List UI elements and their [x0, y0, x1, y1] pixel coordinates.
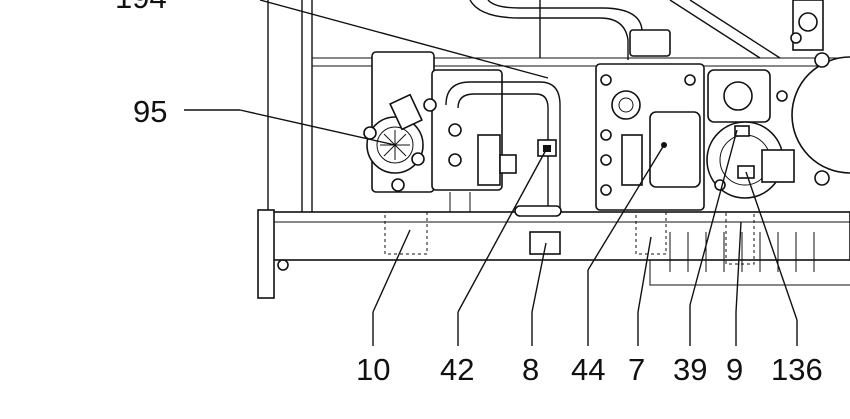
callout-42: 42	[440, 352, 474, 387]
callout-39: 39	[673, 352, 707, 387]
top-pipes	[469, 0, 781, 60]
callout-10: 10	[356, 352, 390, 387]
callout-8: 8	[522, 352, 539, 387]
leader-lines	[184, 0, 798, 346]
water-valve-assembly	[363, 51, 517, 212]
bottom-manifold	[257, 205, 850, 299]
callout-7: 7	[628, 352, 645, 387]
callout-44: 44	[571, 352, 605, 387]
pump-motor	[706, 69, 795, 199]
gas-valve	[595, 63, 705, 211]
fan-housing	[790, 0, 850, 186]
callout-95: 95	[133, 94, 167, 129]
callout-136: 136	[771, 352, 823, 387]
callout-labels: 194 95 10 42 8 44 7 39 9 136	[115, 0, 823, 387]
callout-9: 9	[726, 352, 743, 387]
callout-194: 194	[115, 0, 167, 15]
